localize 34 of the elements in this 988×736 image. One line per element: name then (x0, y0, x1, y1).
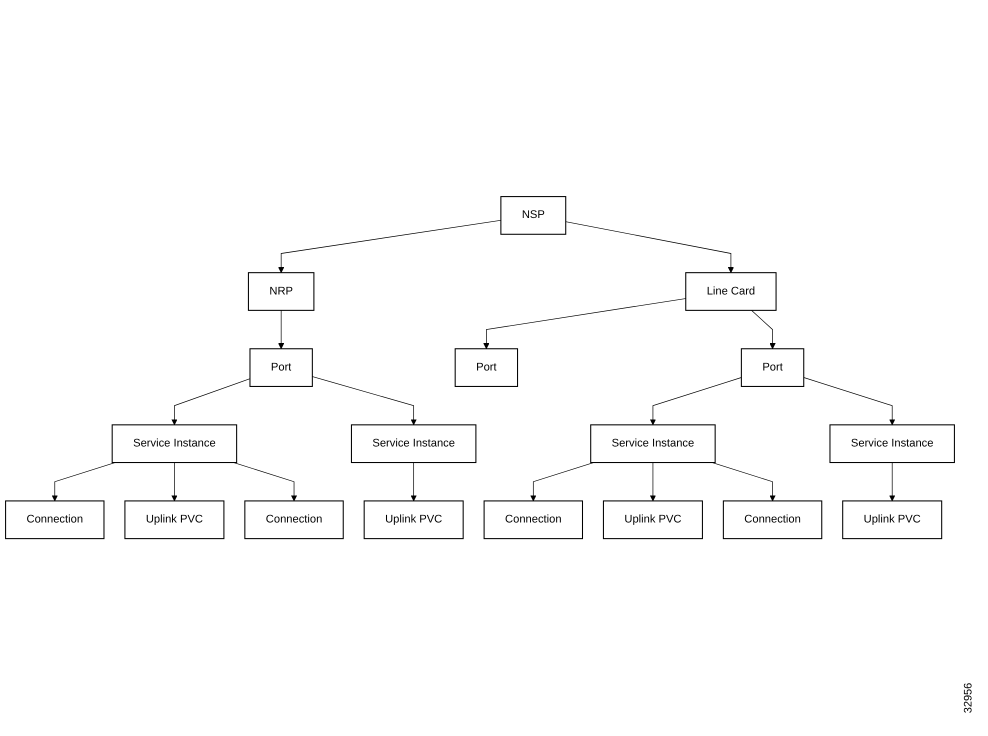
arrow (278, 220, 502, 274)
arrow (483, 298, 686, 350)
node-box: Port (454, 348, 518, 388)
node-box: Connection (484, 500, 584, 540)
node-box: Connection (244, 500, 344, 540)
arrow (278, 310, 284, 350)
arrow (312, 376, 417, 426)
node-box: Line Card (685, 272, 777, 312)
figure-number: 32956 (962, 682, 975, 714)
arrow (233, 462, 298, 502)
arrow (565, 222, 734, 274)
node-box: Connection (5, 500, 104, 540)
arrow (712, 462, 776, 502)
node-box: NSP (500, 196, 566, 236)
node-box: Uplink PVC (364, 500, 464, 540)
arrow (650, 378, 742, 426)
arrow (171, 378, 250, 426)
node-box: Uplink PVC (124, 500, 224, 540)
node-box: Service Instance (112, 424, 238, 464)
node-box: Connection (722, 500, 822, 540)
arrow (889, 462, 896, 502)
arrow (751, 310, 776, 350)
node-box: Service Instance (350, 424, 476, 464)
arrow (803, 378, 896, 426)
arrow (650, 462, 656, 502)
node-box: Service Instance (590, 424, 716, 464)
node-box: Port (249, 348, 313, 388)
node-box: Uplink PVC (842, 500, 942, 540)
node-box: Port (740, 348, 804, 388)
node-box: NRP (248, 272, 314, 312)
arrow (171, 462, 178, 502)
node-box: Service Instance (829, 424, 955, 464)
node-box: Uplink PVC (602, 500, 703, 540)
arrow (410, 462, 417, 502)
